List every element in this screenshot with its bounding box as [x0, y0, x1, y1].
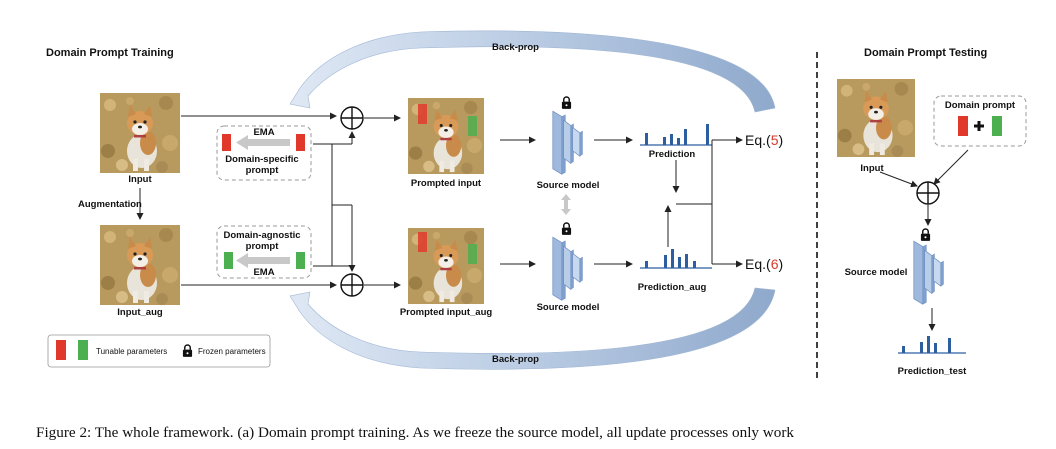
tunable-prompt-red [222, 134, 231, 151]
test-source-model-label: Source model [845, 267, 908, 278]
legend-red-swatch [56, 340, 66, 360]
tunable-prompt-red [296, 134, 305, 151]
input-aug-image [100, 225, 180, 305]
equation-6: Eq.(6) [745, 256, 783, 272]
source-model-bottom [552, 236, 583, 301]
figure-caption: Figure 2: The whole framework. (a) Domai… [36, 424, 795, 441]
backprop-arrow-top [289, 30, 776, 113]
legend-green-swatch [78, 340, 88, 360]
prompted-input-label: Prompted input [411, 178, 482, 189]
training-title: Domain Prompt Training [46, 47, 174, 59]
prediction-aug-label: Prediction_aug [638, 282, 707, 293]
test-prompt-red [958, 116, 968, 136]
ema-arrow-top [236, 135, 290, 150]
source-model-top [552, 110, 583, 175]
prediction-label: Prediction [649, 149, 696, 160]
prompt-overlay-red [418, 104, 427, 124]
prediction-histogram [640, 124, 712, 146]
legend-frozen: Frozen parameters [198, 347, 266, 356]
input-label: Input [128, 174, 152, 185]
ema-label-top: EMA [253, 127, 274, 138]
test-prompt-green [992, 116, 1002, 136]
source-model-label-bottom: Source model [537, 302, 600, 313]
source-model-label-top: Source model [537, 180, 600, 191]
testing-title: Domain Prompt Testing [864, 47, 987, 59]
test-source-model [913, 240, 944, 305]
plus-circle-icon [340, 106, 364, 130]
domain-agnostic-label-1: Domain-agnostic [223, 230, 300, 241]
domain-specific-label-2: prompt [246, 165, 280, 176]
prompt-overlay-green [468, 244, 477, 264]
prompted-input-aug-label: Prompted input_aug [400, 307, 493, 318]
test-input-label: Input [860, 163, 884, 174]
tunable-prompt-green [224, 252, 233, 269]
input-image [100, 93, 180, 173]
plus-icon [974, 121, 984, 131]
legend-tunable: Tunable parameters [96, 347, 167, 356]
lock-icon [561, 96, 572, 109]
ema-arrow-bottom [236, 253, 290, 268]
prediction-test-label: Prediction_test [898, 366, 967, 377]
domain-agnostic-label-2: prompt [246, 241, 280, 252]
prompt-overlay-green [468, 116, 477, 136]
test-domain-prompt-label: Domain prompt [945, 100, 1016, 111]
plus-circle-icon [340, 273, 364, 297]
ema-label-bottom: EMA [253, 267, 274, 278]
tunable-prompt-green [296, 252, 305, 269]
legend-box [47, 334, 271, 368]
shared-weights-arrow [561, 194, 571, 215]
plus-circle-icon [916, 181, 940, 205]
lock-icon [920, 228, 931, 241]
domain-specific-label-1: Domain-specific [225, 154, 298, 165]
domain-specific-prompt-box [216, 125, 312, 181]
prediction-test-histogram [898, 336, 966, 354]
prompt-overlay-red [418, 232, 427, 252]
lock-icon [561, 222, 572, 235]
equation-5: Eq.(5) [745, 132, 783, 148]
input-aug-label: Input_aug [117, 307, 163, 318]
backprop-label-top: Back-prop [492, 42, 539, 53]
backprop-arrow-bottom [289, 287, 776, 370]
test-input-image [837, 79, 915, 157]
prediction-aug-histogram [640, 249, 712, 269]
test-domain-prompt-box [933, 95, 1027, 147]
backprop-label-bottom: Back-prop [492, 354, 539, 365]
augmentation-label: Augmentation [78, 199, 142, 210]
